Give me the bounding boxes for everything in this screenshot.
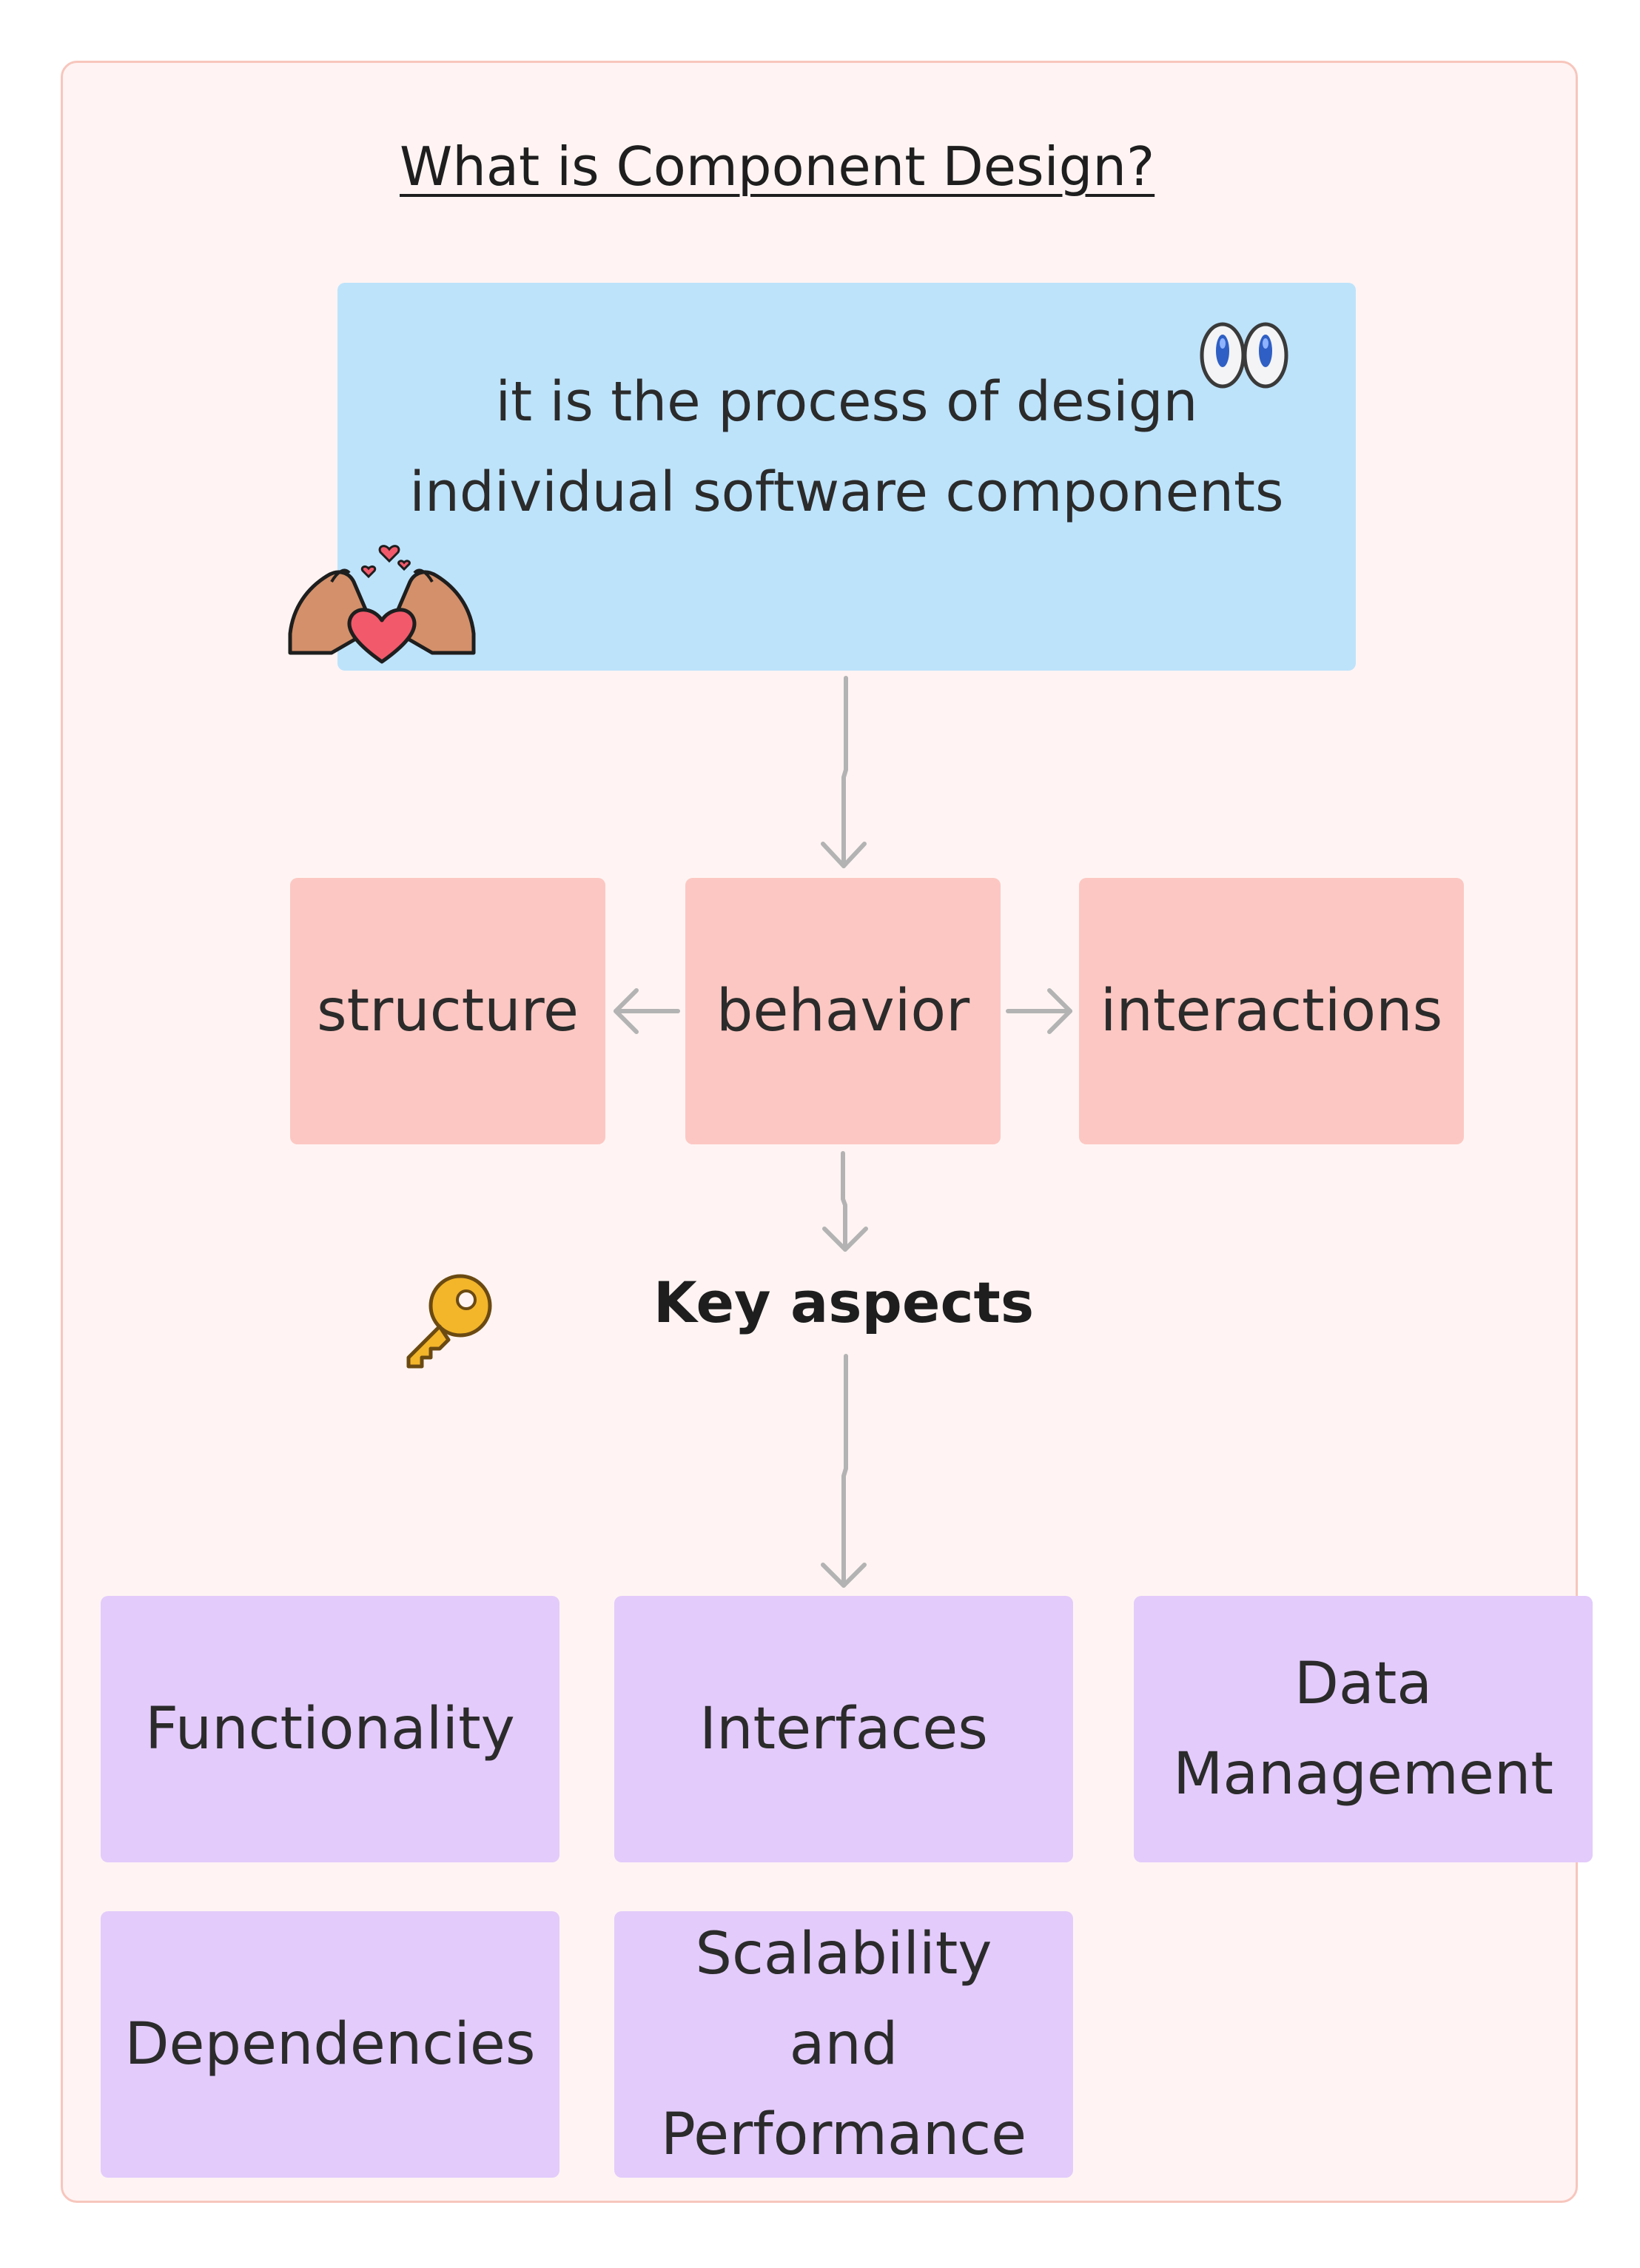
definition-note[interactable]: it is the process of design individual s… bbox=[337, 283, 1356, 671]
definition-line-1: it is the process of design bbox=[495, 370, 1198, 434]
dependencies-label: Dependencies bbox=[124, 2011, 536, 2078]
data-management-note[interactable]: Data Management bbox=[1134, 1596, 1593, 1862]
eyes-icon bbox=[1200, 322, 1288, 389]
behavior-label: behavior bbox=[716, 978, 970, 1044]
definition-text: it is the process of design individual s… bbox=[409, 357, 1283, 537]
scalability-performance-line-2: Performance bbox=[660, 2101, 1027, 2168]
data-management-label: Data Management bbox=[1173, 1639, 1553, 1819]
behavior-note[interactable]: behavior bbox=[685, 878, 1001, 1144]
definition-line-2: individual software components bbox=[409, 460, 1284, 524]
dependencies-note[interactable]: Dependencies bbox=[101, 1911, 559, 2178]
data-management-line-1: Data bbox=[1294, 1651, 1433, 1717]
scalability-performance-label: Scalability and Performance bbox=[632, 1909, 1055, 2180]
scalability-performance-line-1: Scalability and bbox=[695, 1921, 992, 2078]
structure-label: structure bbox=[317, 978, 579, 1044]
functionality-label: Functionality bbox=[145, 1696, 515, 1762]
structure-note[interactable]: structure bbox=[290, 878, 605, 1144]
diagram-title: What is Component Design? bbox=[400, 135, 1155, 198]
interfaces-label: Interfaces bbox=[699, 1696, 988, 1762]
key-aspects-label: Key aspects bbox=[653, 1269, 1035, 1335]
data-management-line-2: Management bbox=[1173, 1741, 1553, 1808]
heart-hands-icon bbox=[288, 545, 476, 664]
key-icon bbox=[406, 1274, 492, 1369]
interactions-note[interactable]: interactions bbox=[1079, 878, 1464, 1144]
scalability-performance-note[interactable]: Scalability and Performance bbox=[614, 1911, 1073, 2178]
interactions-label: interactions bbox=[1100, 978, 1443, 1044]
functionality-note[interactable]: Functionality bbox=[101, 1596, 559, 1862]
interfaces-note[interactable]: Interfaces bbox=[614, 1596, 1073, 1862]
